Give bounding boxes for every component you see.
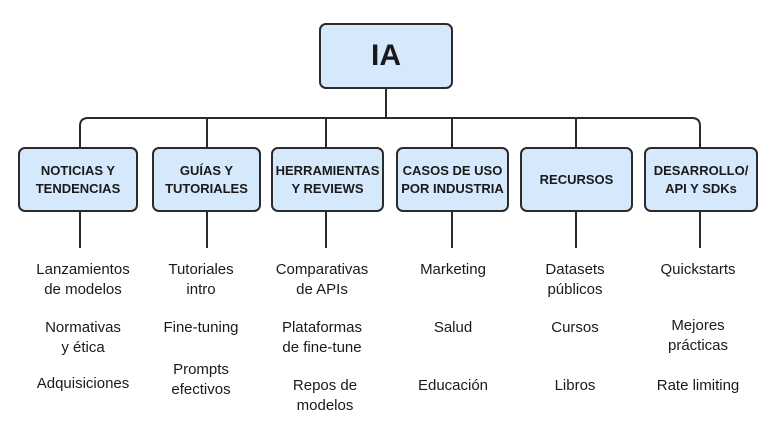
category-desarrollo: DESARROLLO/ API Y SDKs <box>644 147 758 212</box>
leaf-item: Prompts efectivos <box>171 361 231 398</box>
leaf-item: Quickstarts <box>660 261 736 278</box>
category-recursos: RECURSOS <box>520 147 633 212</box>
leaf-item: Tutoriales intro <box>168 261 234 298</box>
category-label: RECURSOS <box>539 171 614 187</box>
leaf-item: Fine-tuning <box>163 319 239 336</box>
leaf-item: Libros <box>554 377 596 394</box>
leaf-item: Normativas y ética <box>45 319 121 356</box>
leaf-item: Cursos <box>551 319 599 336</box>
horizontal-connector <box>79 117 701 147</box>
leaf-item: Repos de modelos <box>292 377 358 414</box>
category-noticias: NOTICIAS Y TENDENCIAS <box>18 147 138 212</box>
leaf-item: Adquisiciones <box>36 375 130 392</box>
leaf-item: Marketing <box>420 261 486 278</box>
category-casos: CASOS DE USO POR INDUSTRIA <box>396 147 509 212</box>
category-label: DESARROLLO/ API Y SDKs <box>653 162 749 196</box>
root-node: IA <box>319 23 453 89</box>
leaf-item: Mejores prácticas <box>667 317 729 354</box>
leaf-item: Plataformas de fine-tune <box>281 319 363 356</box>
leaf-item: Educación <box>417 377 489 394</box>
leaf-item: Comparativas de APIs <box>275 261 369 298</box>
category-herramientas: HERRAMIENTAS Y REVIEWS <box>271 147 384 212</box>
category-label: HERRAMIENTAS Y REVIEWS <box>275 162 380 196</box>
leaf-item: Salud <box>433 319 473 336</box>
leaf-item: Rate limiting <box>656 377 740 394</box>
category-label: CASOS DE USO POR INDUSTRIA <box>401 162 504 196</box>
leaf-item: Lanzamientos de modelos <box>36 261 130 298</box>
category-guias: GUÍAS Y TUTORIALES <box>152 147 261 212</box>
root-label: IA <box>371 39 401 72</box>
category-label: GUÍAS Y TUTORIALES <box>165 162 248 196</box>
leaf-item: Datasets públicos <box>545 261 605 298</box>
category-label: NOTICIAS Y TENDENCIAS <box>35 162 121 196</box>
